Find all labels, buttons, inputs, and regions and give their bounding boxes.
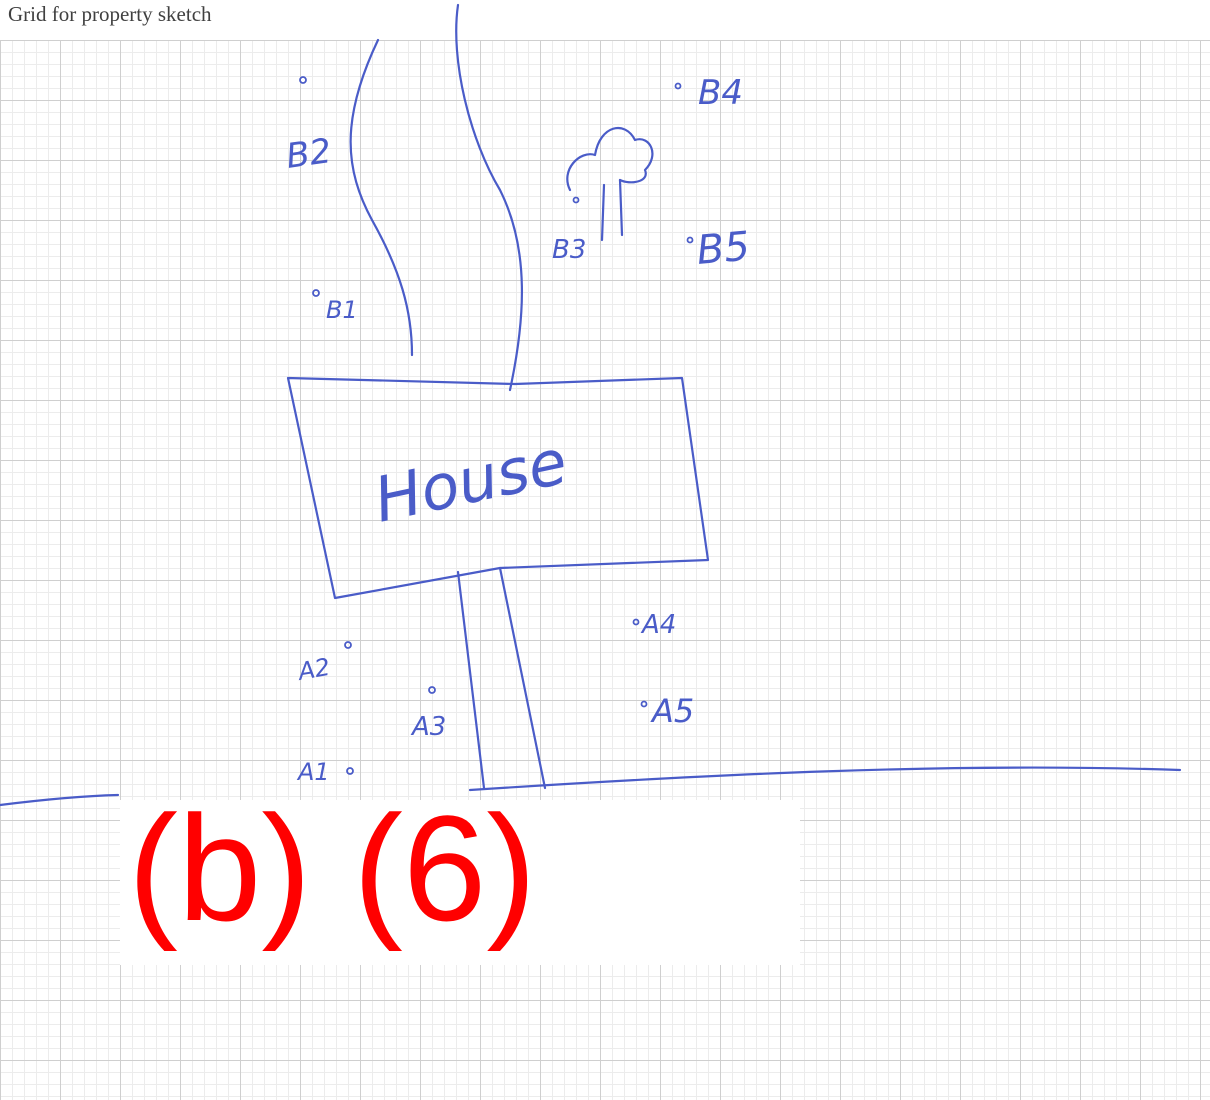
walkway-right-line <box>498 566 547 790</box>
redaction-label: (b) (6) <box>128 784 537 952</box>
point-b1-label: B1 <box>326 296 358 324</box>
tree-trunk-line <box>600 183 606 242</box>
tree-canopy <box>566 127 654 192</box>
point-b3-label: B3 <box>552 235 586 265</box>
house-outline <box>286 376 710 600</box>
graph-paper-grid <box>0 40 1210 1100</box>
walkway-left-line <box>456 570 486 790</box>
road-line-left <box>0 793 120 807</box>
point-a3-marker <box>428 686 436 694</box>
house-label: House <box>368 425 573 537</box>
redaction-label-box <box>120 800 800 965</box>
page-title: Grid for property sketch <box>8 2 212 26</box>
point-a2-label: A2 <box>294 653 332 686</box>
point-a3-label: A3 <box>410 712 446 742</box>
point-b4-label: B4 <box>698 73 743 113</box>
road-line-right <box>468 766 1182 792</box>
driveway-left-line <box>349 38 414 357</box>
point-b3-marker <box>572 196 580 204</box>
point-b5-marker <box>686 236 694 244</box>
point-a2-marker <box>344 641 352 649</box>
point-b5-label: B5 <box>695 224 752 274</box>
point-a1-label: A1 <box>296 758 330 786</box>
point-b1-marker <box>312 289 320 297</box>
tree-trunk-line <box>618 178 624 237</box>
driveway-right-line <box>455 3 524 392</box>
point-a5-marker <box>640 700 648 708</box>
point-b2-label: B2 <box>284 131 334 177</box>
point-a4-label: A4 <box>640 610 676 640</box>
point-a1-marker <box>346 767 354 775</box>
point-a5-label: A5 <box>650 692 694 730</box>
point-b4-marker <box>674 82 682 90</box>
point-b2-marker <box>299 76 307 84</box>
point-a4-marker <box>632 618 640 626</box>
